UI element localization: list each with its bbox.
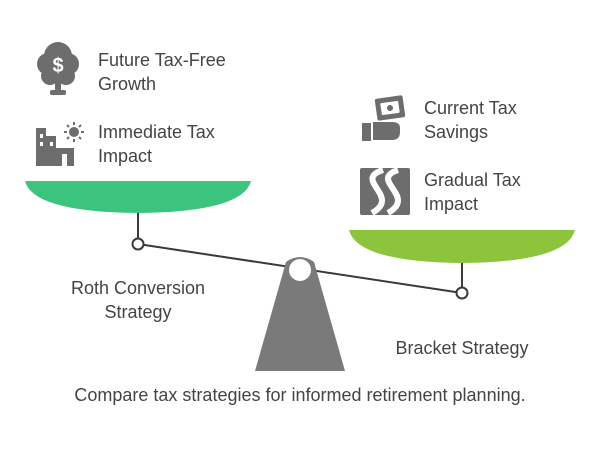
left-strategy-line2: Strategy bbox=[104, 302, 172, 322]
right-pan bbox=[349, 230, 575, 263]
winding-road-icon bbox=[360, 167, 410, 216]
hand-money-icon bbox=[362, 95, 406, 141]
left-item-2-line2: Impact bbox=[98, 146, 153, 166]
left-strategy-line1: Roth Conversion bbox=[70, 278, 206, 298]
right-pivot bbox=[455, 286, 469, 300]
right-item-2-line1: Gradual Tax bbox=[424, 170, 521, 190]
right-item-1-line2: Savings bbox=[424, 122, 489, 142]
right-item-1-label: Current Tax Savings bbox=[424, 96, 517, 144]
left-item-1-label: Future Tax-Free Growth bbox=[98, 48, 226, 96]
right-item-2-label: Gradual Tax Impact bbox=[424, 168, 521, 216]
left-item-1-line1: Future Tax-Free bbox=[98, 50, 226, 70]
right-strategy-label: Bracket Strategy bbox=[395, 338, 529, 358]
left-pivot bbox=[131, 237, 145, 251]
left-pan bbox=[25, 181, 251, 213]
left-item-2-label: Immediate Tax Impact bbox=[98, 120, 215, 168]
left-item-1-line2: Growth bbox=[98, 74, 157, 94]
left-strategy-label: Roth Conversion Strategy bbox=[48, 276, 228, 324]
factory-sun-icon bbox=[36, 122, 84, 166]
right-item-1-line1: Current Tax bbox=[424, 98, 517, 118]
money-tree-icon: $ bbox=[37, 42, 79, 95]
svg-text:$: $ bbox=[52, 55, 63, 77]
caption: Compare tax strategies for informed reti… bbox=[74, 385, 526, 405]
fulcrum bbox=[255, 257, 345, 371]
right-item-2-line2: Impact bbox=[424, 194, 479, 214]
fulcrum-pivot bbox=[289, 259, 311, 281]
left-item-2-line1: Immediate Tax bbox=[98, 122, 215, 142]
